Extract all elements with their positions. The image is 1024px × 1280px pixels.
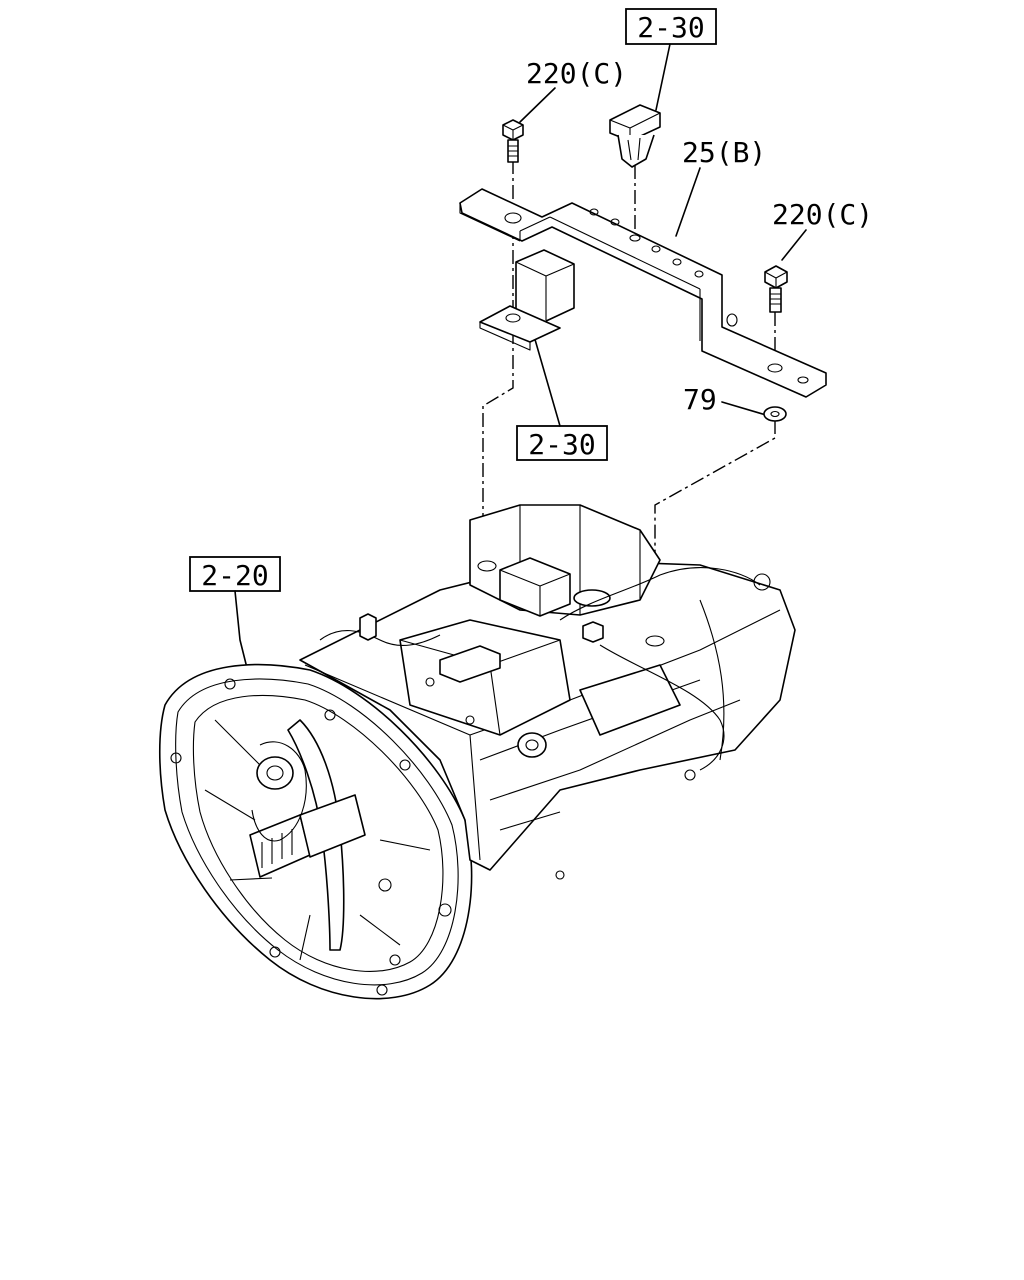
callout-ref-2-20[interactable]: 2-20 [189,556,281,592]
leader-washer [721,401,767,416]
leader-bolt-right [781,229,807,261]
washer-79 [763,406,787,422]
transmission-assembly [158,504,796,1000]
leader-2-30-top [655,43,671,111]
ref-2-30-mid-label: 2-30 [528,428,595,461]
leader-2-20 [234,590,249,673]
leader-2-30-mid [533,335,561,427]
axis-right-mount [654,420,776,640]
bolt-left [502,119,524,163]
bolt-left-label[interactable]: 220(C) [526,57,627,90]
ref-2-20-label: 2-20 [201,559,268,592]
clip-fastener [609,104,661,168]
leader-bracket [675,167,701,237]
bolt-right-label[interactable]: 220(C) [772,198,873,231]
ref-2-30-top-label: 2-30 [637,11,704,44]
bolt-right [764,265,788,313]
bracket-label[interactable]: 25(B) [682,136,766,169]
axis-left-mount [482,330,514,565]
callout-ref-2-30-top[interactable]: 2-30 [625,8,717,45]
washer-label[interactable]: 79 [683,383,717,416]
leader-bolt-left [519,87,556,123]
rubber-mount [479,249,575,351]
bracket-25b [459,188,827,398]
callout-ref-2-30-mid[interactable]: 2-30 [516,425,608,461]
